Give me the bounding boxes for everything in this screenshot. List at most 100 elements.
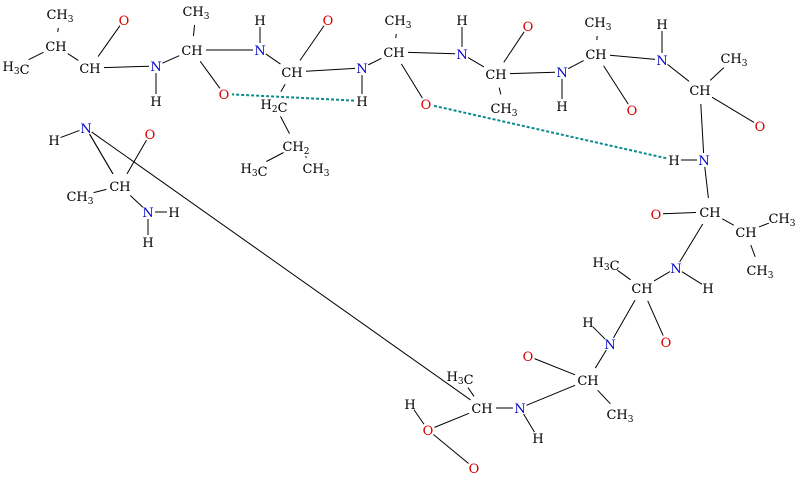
atom-label: H3C — [240, 162, 267, 180]
atom-label: CH3 — [606, 408, 633, 425]
atom-label: H — [254, 14, 265, 29]
atom-label: CH3 — [46, 8, 73, 25]
atom-label: N — [656, 54, 667, 69]
atom-label: H3C — [592, 256, 619, 274]
bond-a54-a58 — [526, 384, 576, 406]
bond-a46-a47 — [681, 271, 703, 285]
atom-label: CH — [689, 84, 710, 99]
bond-a44-a45 — [750, 244, 756, 258]
bond-a2-a4 — [67, 53, 79, 61]
bond-a63-a64 — [60, 129, 80, 139]
bond-layer — [28, 24, 770, 464]
atom-label: H2C — [260, 98, 287, 116]
atom-label: O — [755, 120, 766, 135]
bond-a43-a44 — [758, 222, 770, 228]
atom-label: CH — [281, 66, 302, 81]
atom-label: O — [219, 88, 230, 103]
bond-a57-a61 — [434, 412, 470, 428]
atom-label: O — [523, 20, 534, 35]
bond-a35-a37 — [667, 63, 690, 82]
atom-label: N — [604, 338, 615, 353]
atom-label: CH2 — [282, 140, 309, 157]
atom-label: CH3 — [66, 190, 93, 207]
atom-label: CH — [383, 46, 404, 61]
bond-a41-a42 — [662, 212, 697, 215]
hydrogen-bond-layer — [231, 93, 667, 160]
bond-a32-a33 — [603, 65, 629, 105]
atom-label: CH3 — [490, 102, 517, 119]
bond-a3-a2 — [28, 51, 44, 61]
atom-label: N — [456, 48, 467, 63]
atom-label: N — [698, 154, 709, 169]
atom-label: CH — [735, 226, 756, 241]
atom-label: N — [254, 44, 265, 59]
bond-a58-a59 — [523, 413, 535, 433]
atom-label: CH — [577, 374, 598, 389]
bond-a65-a66 — [93, 188, 107, 194]
atom-label: O — [651, 208, 662, 223]
bond-a21-a22 — [395, 33, 397, 39]
atom-label: CH3 — [384, 14, 411, 31]
atom-label: H — [668, 154, 679, 169]
atom-label: CH3 — [302, 162, 329, 179]
bond-a9-a10 — [199, 61, 221, 89]
bond-a52-a54 — [594, 349, 607, 369]
bond-a40-a42 — [704, 166, 709, 199]
atom-label: CH — [471, 402, 492, 417]
atom-label: H — [656, 18, 667, 33]
atom-label: N — [670, 262, 681, 277]
bond-a29-a32 — [567, 60, 584, 70]
bond-a26-a28 — [503, 31, 525, 63]
bond-a4-a6 — [103, 65, 150, 69]
bond-a42-a46 — [679, 223, 704, 263]
atom-label: H — [168, 206, 179, 221]
bond-a32-a35 — [609, 54, 656, 60]
bond-a65-a67 — [126, 139, 147, 175]
bond-a19-a22 — [368, 57, 382, 66]
atom-label: O — [661, 336, 672, 351]
bond-a37-a38 — [711, 96, 755, 123]
bond-a65-a68 — [129, 195, 144, 208]
bond-a51-a52 — [592, 326, 606, 340]
atom-label: H — [356, 95, 367, 110]
bond-a4-a5 — [97, 25, 121, 57]
atom-label: CH3 — [584, 16, 611, 33]
atom-label: N — [80, 122, 91, 137]
atom-label: CH — [109, 180, 130, 195]
bond-a12-a13 — [265, 53, 281, 65]
atom-label: O — [119, 14, 130, 29]
bond-a1-a2 — [57, 27, 59, 33]
bond-a53-a54 — [534, 358, 576, 376]
atom-label: N — [150, 60, 161, 75]
atom-label: O — [423, 424, 434, 439]
atom-label: H — [456, 14, 467, 29]
bond-a61-a62 — [433, 434, 469, 464]
atom-label: CH — [699, 206, 720, 221]
atom-label: H — [150, 95, 161, 110]
atom-label: H — [532, 432, 543, 447]
bond-a26-a27 — [498, 87, 502, 95]
atom-label: H — [582, 316, 593, 331]
atom-label: N — [142, 206, 153, 221]
bond-a25-a26 — [467, 57, 485, 68]
atom-label: CH — [485, 68, 506, 83]
atom-label: CH — [45, 40, 66, 55]
bond-a36-a37 — [709, 67, 725, 81]
bond-a13-a14 — [280, 83, 286, 93]
atom-label: N — [356, 62, 367, 77]
atom-label: H — [556, 100, 567, 115]
atom-label: O — [469, 462, 480, 477]
atom-label: CH3 — [746, 264, 773, 281]
bond-a49-a50 — [647, 300, 664, 336]
atom-label: H — [404, 398, 415, 413]
atom-label: CH — [181, 44, 202, 59]
atom-label: H3C — [446, 370, 473, 388]
atom-label: O — [627, 104, 638, 119]
bond-a46-a49 — [653, 271, 671, 282]
bond-a42-a44 — [721, 218, 735, 226]
atom-label: O — [323, 14, 334, 29]
hydrogen-bond — [231, 93, 355, 102]
bond-a64-a65 — [89, 133, 114, 175]
bond-a13-a18 — [299, 25, 325, 61]
